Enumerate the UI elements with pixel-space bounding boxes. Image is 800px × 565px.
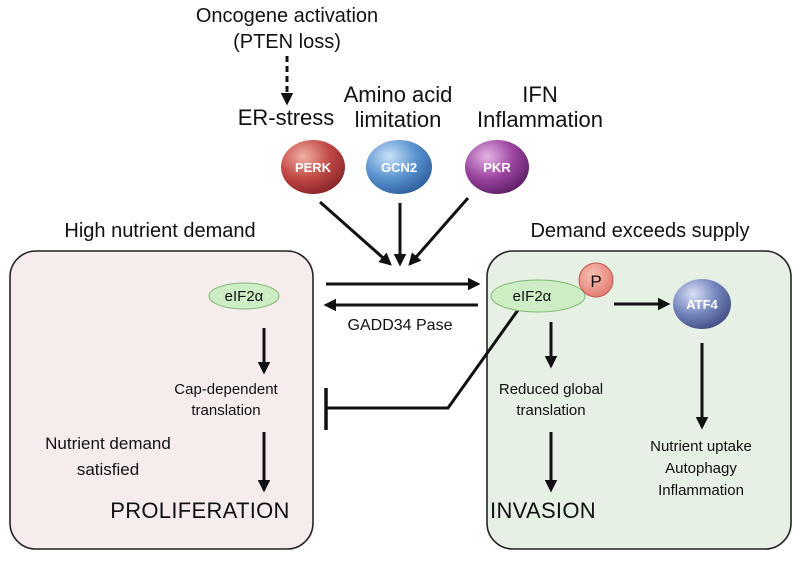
nutrient-uptake-label: Nutrient uptake xyxy=(650,438,752,455)
pten-loss-label: (PTEN loss) xyxy=(233,31,341,53)
svg-text:PKR: PKR xyxy=(483,160,511,175)
reduced-translation-label: translation xyxy=(516,402,585,419)
left-eif2a-node: eIF2α xyxy=(208,282,280,310)
oncogene-activation-label: Oncogene activation xyxy=(196,5,378,27)
inflammation-effect-label: Inflammation xyxy=(658,482,744,499)
svg-text:eIF2α: eIF2α xyxy=(225,288,264,305)
inflammation-stress-label: Inflammation xyxy=(477,107,603,132)
demand-exceeds-supply-header: Demand exceeds supply xyxy=(530,220,749,242)
invasion-label: INVASION xyxy=(490,498,596,523)
ifn-label: IFN xyxy=(522,82,557,107)
satisfied-label: satisfied xyxy=(77,460,139,479)
cap-dependent-label: Cap-dependent xyxy=(174,381,278,398)
nutrient-demand-label: Nutrient demand xyxy=(45,434,171,453)
inhibition-line xyxy=(326,309,520,410)
translation-label: translation xyxy=(191,402,260,419)
pkr-arrow xyxy=(408,197,470,266)
perk-node: PERK xyxy=(281,140,345,194)
gadd34-pase-label: GADD34 Pase xyxy=(348,317,453,334)
left-panel xyxy=(9,250,314,550)
svg-text:GCN2: GCN2 xyxy=(381,160,417,175)
high-nutrient-demand-header: High nutrient demand xyxy=(64,220,255,242)
autophagy-label: Autophagy xyxy=(665,460,737,477)
er-stress-label: ER-stress xyxy=(238,105,335,130)
pkr-node: PKR xyxy=(465,140,529,194)
perk-arrow xyxy=(319,200,392,266)
phosphate-node: P xyxy=(578,262,614,298)
right-eif2a-node: eIF2α xyxy=(490,279,586,313)
svg-text:P: P xyxy=(590,272,601,291)
reduced-global-label: Reduced global xyxy=(499,381,603,398)
svg-text:PERK: PERK xyxy=(295,160,332,175)
svg-text:eIF2α: eIF2α xyxy=(513,288,552,305)
svg-text:ATF4: ATF4 xyxy=(686,297,718,312)
limitation-label: limitation xyxy=(355,107,442,132)
atf4-node: ATF4 xyxy=(673,279,731,329)
gcn2-node: GCN2 xyxy=(366,140,432,194)
amino-acid-label: Amino acid xyxy=(344,82,453,107)
proliferation-label: PROLIFERATION xyxy=(110,498,290,523)
